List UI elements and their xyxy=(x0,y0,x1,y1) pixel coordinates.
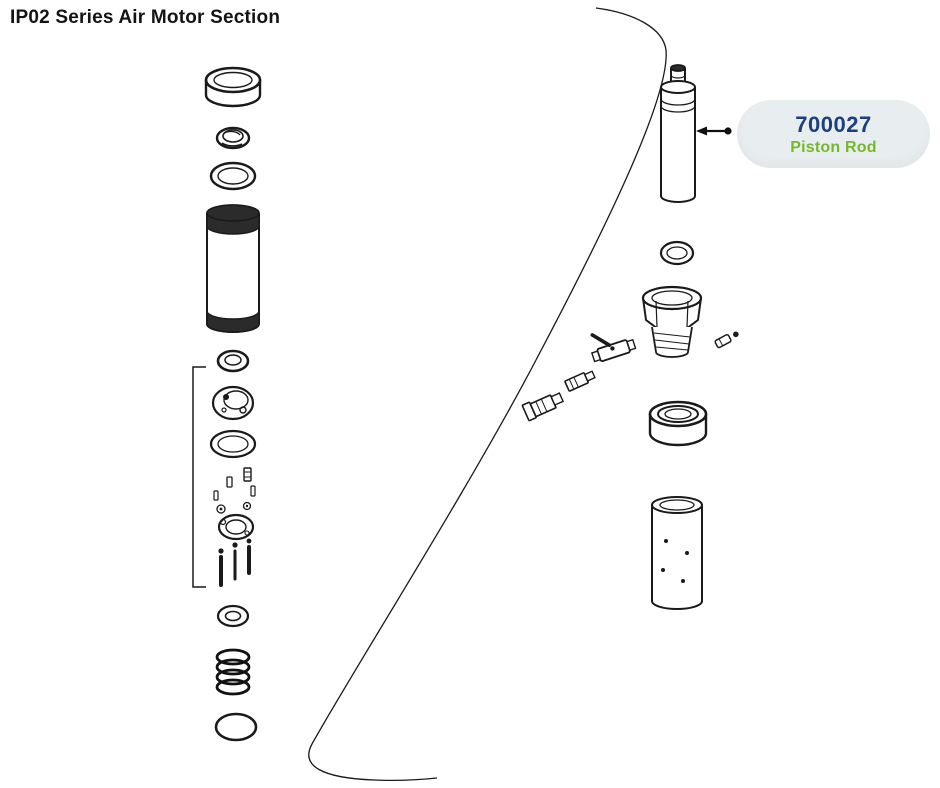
kit-bracket xyxy=(192,366,206,588)
o-ring-bottom-part xyxy=(214,712,258,742)
part-name: Piston Rod xyxy=(790,138,877,156)
packing-washer-part xyxy=(215,126,251,150)
part-callout-pill[interactable]: 700027 Piston Rod xyxy=(737,100,930,168)
pin-set-part xyxy=(213,467,256,514)
piston-rod-part xyxy=(660,64,696,203)
leader-curve xyxy=(308,7,667,782)
set-screw-part xyxy=(714,331,739,349)
part-number: 700027 xyxy=(795,111,872,137)
page-title: IP02 Series Air Motor Section xyxy=(10,7,281,28)
callout-arrow xyxy=(696,126,732,136)
piston-plate-part xyxy=(217,513,255,541)
hose-fitting-part xyxy=(564,370,596,392)
valve-plate-part xyxy=(211,385,255,421)
screw-set-part xyxy=(218,538,252,587)
retaining-ring-part xyxy=(216,349,250,373)
washer-part xyxy=(216,604,250,628)
coupler-fitting-part xyxy=(521,392,564,422)
o-ring-top-part xyxy=(209,161,257,191)
cylinder-collar-part xyxy=(648,400,708,447)
o-ring-mid-part xyxy=(209,429,257,459)
ball-valve-part xyxy=(590,333,637,363)
lower-cylinder-part xyxy=(651,496,703,610)
o-ring-right-part xyxy=(659,240,695,266)
air-motor-cap-part xyxy=(204,66,262,108)
air-motor-cylinder-part xyxy=(206,204,260,333)
packing-gland-part xyxy=(641,285,703,358)
spring-part xyxy=(215,648,251,696)
